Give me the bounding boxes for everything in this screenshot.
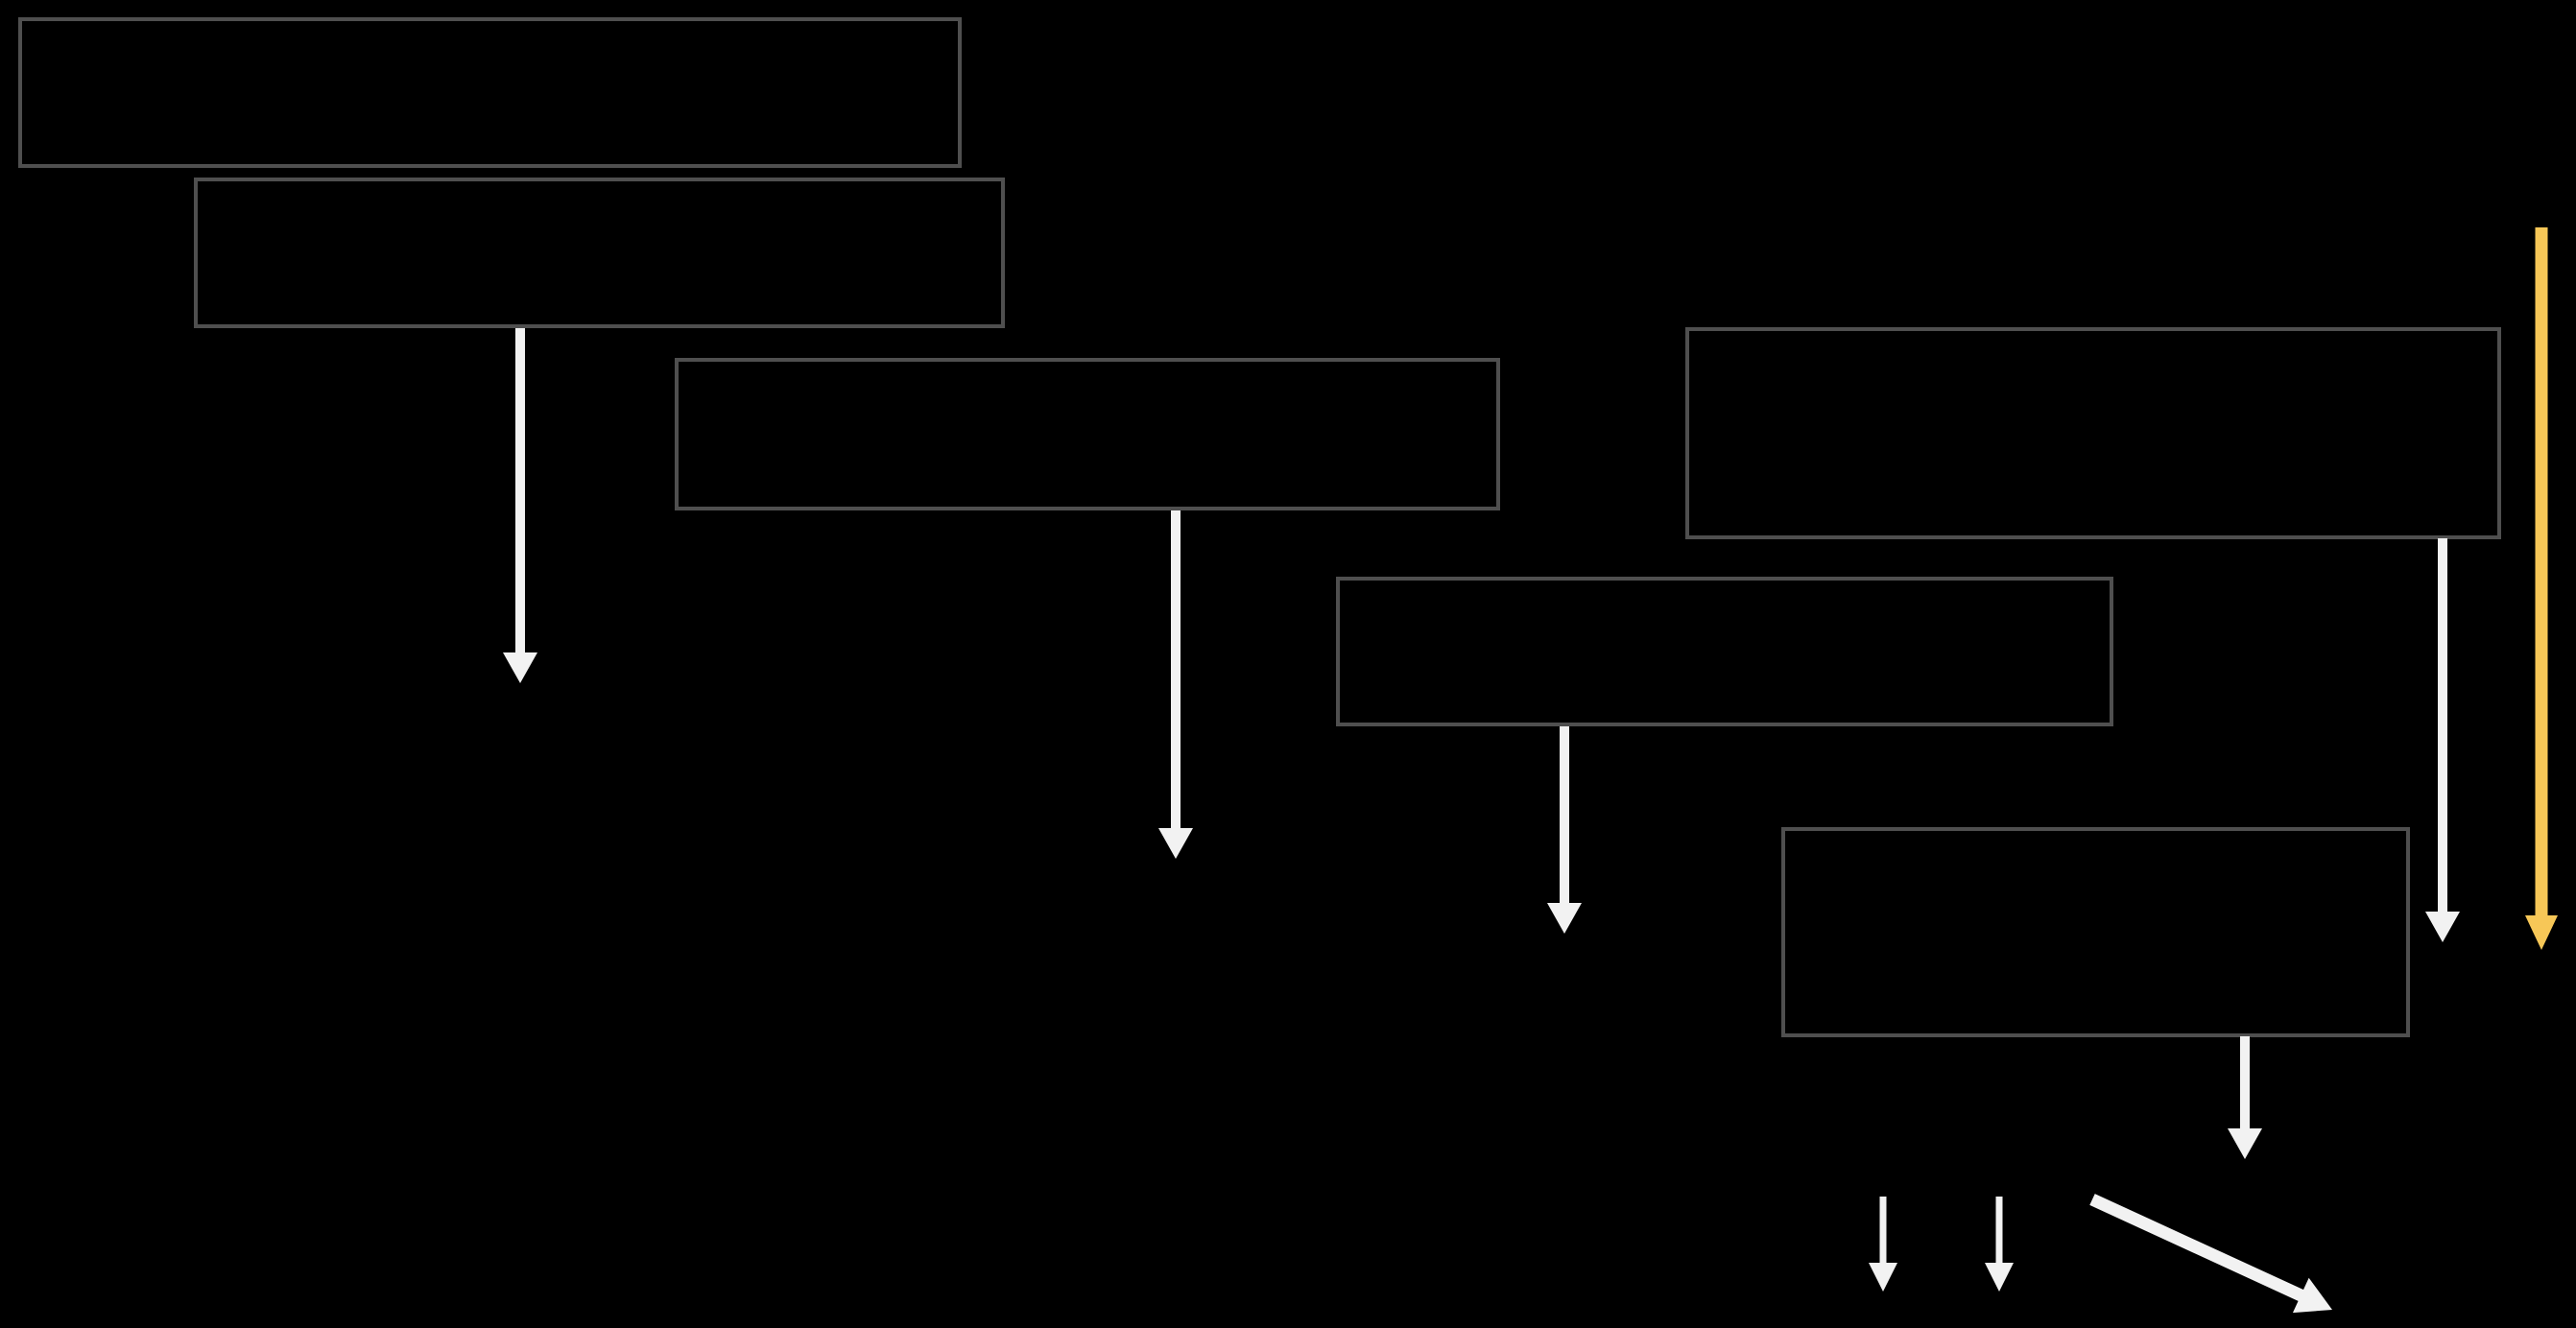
accent-arrow-vertical bbox=[2525, 227, 2558, 950]
flow-arrow-from-box4 bbox=[2425, 538, 2460, 942]
stage-box-5 bbox=[1336, 577, 2113, 726]
stage-box-2 bbox=[194, 178, 1005, 328]
flow-arrow-from-box3 bbox=[1158, 510, 1193, 859]
small-arrow-left bbox=[1869, 1197, 1897, 1292]
flow-arrow-from-box5 bbox=[1547, 726, 1582, 934]
stage-box-3 bbox=[675, 358, 1500, 510]
stage-box-4 bbox=[1685, 327, 2501, 539]
flow-arrow-from-box6 bbox=[2228, 1036, 2262, 1159]
small-arrow-right bbox=[1985, 1197, 2014, 1292]
stage-box-6 bbox=[1781, 827, 2410, 1037]
stage-box-1 bbox=[18, 17, 962, 168]
diagonal-arrow bbox=[2089, 1194, 2332, 1314]
flow-arrow-from-box2 bbox=[503, 328, 537, 683]
